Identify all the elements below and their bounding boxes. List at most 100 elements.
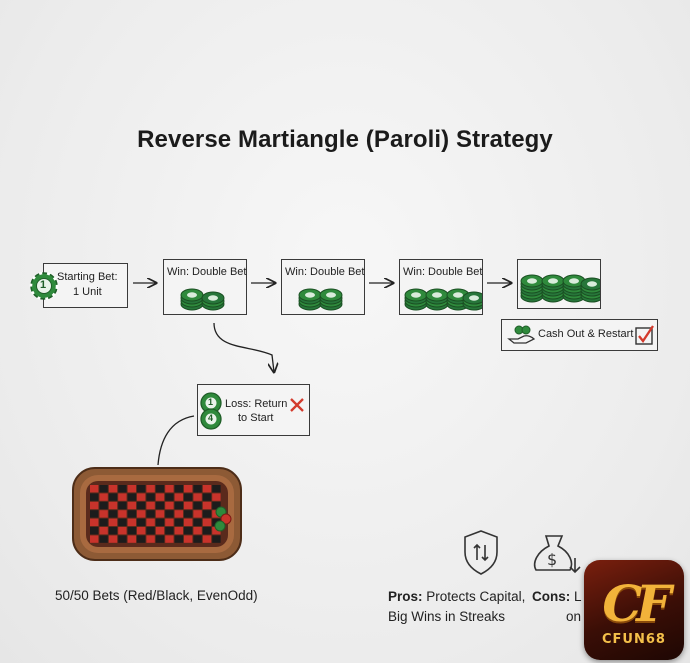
roulette-cell — [127, 518, 136, 526]
roulette-cell — [155, 535, 165, 543]
roulette-cell — [165, 493, 174, 501]
cfun68-logo: CF CFUN68 — [584, 560, 684, 660]
chip-stack-icon — [404, 288, 486, 311]
roulette-cell — [99, 535, 108, 543]
roulette-cell — [99, 518, 108, 526]
roulette-cell — [108, 518, 118, 526]
roulette-cell — [184, 485, 193, 493]
roulette-cell — [108, 527, 118, 535]
roulette-cell — [184, 501, 193, 510]
roulette-cell — [99, 527, 108, 535]
starting-bet-units: 1 Unit — [73, 286, 102, 298]
roulette-cell — [174, 518, 183, 526]
win-label: Win: Double Bet — [403, 266, 483, 278]
chip-stack-icon — [298, 288, 343, 311]
roulette-cell — [193, 485, 202, 493]
roulette-cell — [155, 527, 165, 535]
roulette-cell — [99, 485, 108, 493]
roulette-cell — [118, 518, 127, 526]
roulette-cell — [137, 510, 146, 518]
roulette-cell — [165, 485, 174, 493]
roulette-cell — [90, 527, 99, 535]
roulette-cell — [193, 510, 202, 518]
logo-text: CFUN68 — [602, 632, 666, 647]
roulette-cell — [146, 510, 155, 518]
roulette-cell — [212, 485, 221, 493]
final-chips-box — [517, 259, 604, 309]
roulette-cell — [193, 535, 202, 543]
roulette-cell — [165, 501, 174, 510]
loss-chip-number-2: 4 — [208, 413, 214, 423]
roulette-cell — [212, 527, 221, 535]
start-chip-number: 1 — [40, 279, 47, 291]
roulette-cell — [108, 485, 118, 493]
roulette-table-icon — [72, 467, 242, 561]
roulette-cell — [193, 527, 202, 535]
roulette-cell — [90, 535, 99, 543]
chip-center — [208, 295, 218, 301]
starting-bet-label: Starting Bet: — [57, 271, 118, 283]
roulette-cell — [202, 518, 212, 526]
pros-line1: Protects Capital, — [426, 589, 526, 604]
diagram-title: Reverse Martiangle (Paroli) Strategy — [137, 126, 553, 153]
roulette-cell — [90, 501, 99, 510]
roulette-cell — [137, 535, 146, 543]
roulette-cell — [174, 493, 183, 501]
roulette-cell — [137, 485, 146, 493]
roulette-cell — [118, 535, 127, 543]
roulette-cell — [155, 493, 165, 501]
cash-hand-icon — [507, 325, 536, 344]
chip-center — [326, 292, 336, 298]
roulette-cell — [118, 510, 127, 518]
chip-center — [187, 292, 197, 298]
roulette-cell — [184, 510, 193, 518]
chip-center — [527, 278, 537, 284]
roulette-cell — [155, 501, 165, 510]
chip-stack-icon — [520, 274, 604, 303]
roulette-cell — [193, 493, 202, 501]
roulette-cell — [90, 485, 99, 493]
roulette-cell — [174, 501, 183, 510]
roulette-cell — [202, 510, 212, 518]
roulette-cell — [155, 510, 165, 518]
roulette-cell — [184, 527, 193, 535]
roulette-cell — [127, 485, 136, 493]
roulette-cell — [137, 527, 146, 535]
roulette-cell — [155, 518, 165, 526]
roulette-cell — [202, 535, 212, 543]
roulette-cell — [146, 493, 155, 501]
win-box-3: Win: Double Bet — [399, 259, 486, 315]
roulette-cell — [212, 535, 221, 543]
pros-text: Pros: Protects Capital, Big Wins in Stre… — [388, 587, 525, 627]
roulette-cell — [165, 527, 174, 535]
chip-center — [469, 295, 479, 301]
roulette-cell — [174, 485, 183, 493]
win-label: Win: Double Bet — [285, 266, 365, 278]
roulette-cell — [99, 493, 108, 501]
roulette-caption: 50/50 Bets (Red/Black, EvenOdd) — [55, 588, 258, 603]
red-x-icon — [290, 398, 304, 412]
cons-label: Cons: — [532, 589, 571, 604]
loss-label-line2: to Start — [238, 412, 274, 424]
roulette-cell — [184, 535, 193, 543]
roulette-cell — [146, 501, 155, 510]
pros-label: Pros: — [388, 589, 423, 604]
roulette-cell — [90, 510, 99, 518]
roulette-cell — [202, 493, 212, 501]
roulette-cell — [108, 501, 118, 510]
roulette-cell — [146, 535, 155, 543]
chip-stack-icon — [180, 288, 225, 311]
roulette-cell — [127, 501, 136, 510]
roulette-cell — [90, 493, 99, 501]
roulette-cell — [165, 518, 174, 526]
roulette-cell — [202, 485, 212, 493]
roulette-cell — [146, 527, 155, 535]
roulette-cell — [184, 493, 193, 501]
roulette-cell — [174, 527, 183, 535]
roulette-cell — [90, 518, 99, 526]
win-label: Win: Double Bet — [167, 266, 247, 278]
roulette-cell — [118, 527, 127, 535]
roulette-cell — [146, 518, 155, 526]
roulette-cell — [127, 535, 136, 543]
roulette-cell — [137, 501, 146, 510]
